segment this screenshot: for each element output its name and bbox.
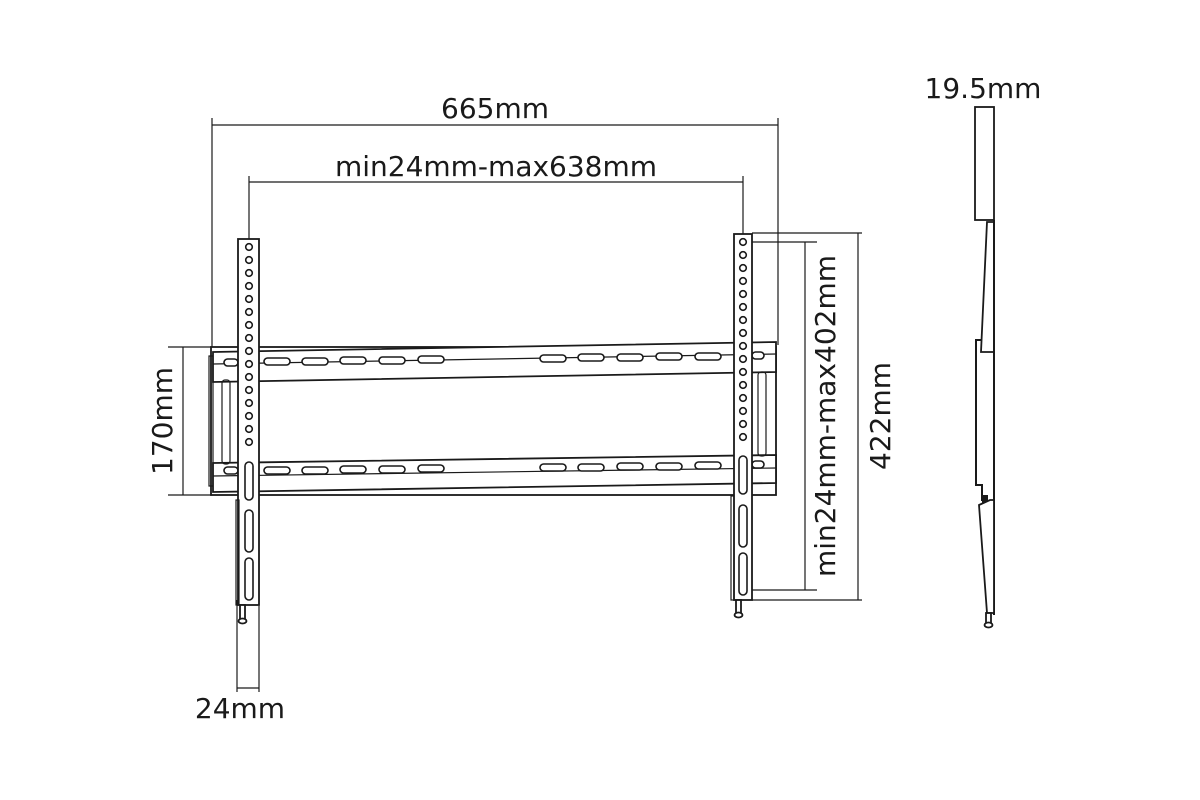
- label-overall-height: 422mm: [864, 362, 897, 470]
- bottom-rail-slots: [223, 460, 765, 475]
- top-rail-slots: [223, 351, 765, 367]
- side-view-profile: 19.5mm: [925, 72, 1042, 629]
- label-arm-spacing: min24mm-max638mm: [335, 150, 657, 183]
- label-vesa-vertical: min24mm-max402mm: [809, 255, 842, 577]
- dimension-overall-height: 422mm: [752, 232, 897, 601]
- label-rail-height: 170mm: [146, 367, 179, 475]
- label-arm-width: 24mm: [195, 692, 285, 725]
- right-arm-holes: [738, 237, 748, 442]
- dimension-arm-spacing: min24mm-max638mm: [248, 150, 744, 240]
- label-profile-depth: 19.5mm: [925, 72, 1042, 105]
- right-vertical-arm: [730, 233, 753, 619]
- dimension-vesa-vertical: min24mm-max402mm: [743, 241, 842, 591]
- wall-plate: [208, 341, 777, 496]
- side-view-clip: [982, 495, 988, 505]
- label-overall-width: 665mm: [441, 92, 549, 125]
- dimension-overall-width: 665mm: [211, 92, 779, 350]
- dimension-arm-width: 24mm: [195, 600, 285, 725]
- left-arm-holes: [244, 242, 254, 447]
- dimension-rail-height: 170mm: [146, 346, 212, 496]
- left-vertical-arm: [235, 238, 260, 625]
